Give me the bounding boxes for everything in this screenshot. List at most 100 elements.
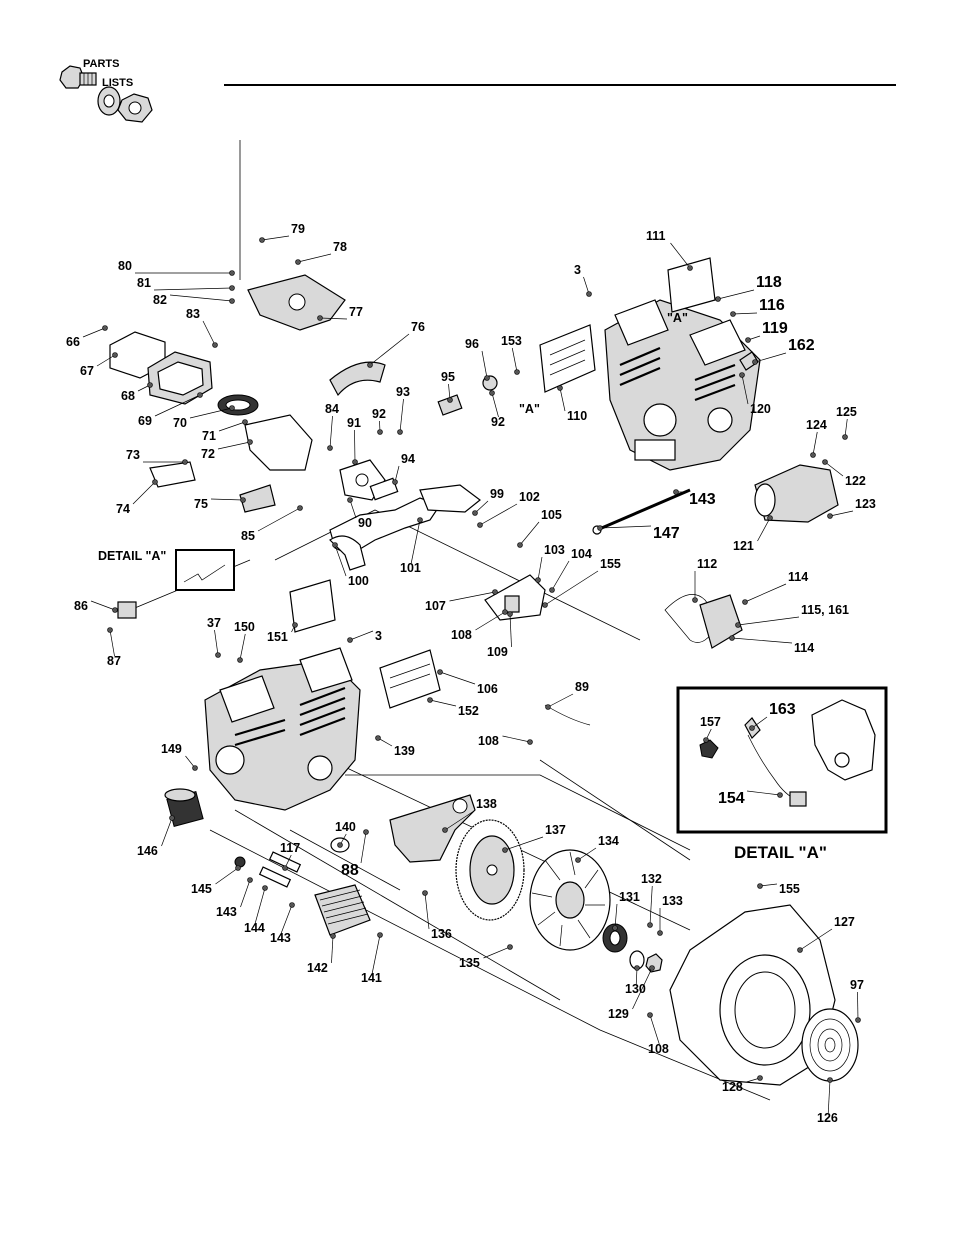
callout-label-c72: 72 [201, 447, 215, 461]
fastener-c108a [502, 609, 508, 615]
callout-label-c108c: 108 [648, 1042, 669, 1056]
fastener-c125 [842, 434, 848, 440]
fastener-c93 [397, 429, 403, 435]
fastener-c80 [229, 270, 235, 276]
fastener-c37 [215, 652, 221, 658]
callout-label-c78: 78 [333, 240, 347, 254]
callout-label-c125: 125 [836, 405, 857, 419]
fastener-c75 [240, 497, 246, 503]
fastener-c163 [749, 725, 755, 731]
fastener-c138 [442, 827, 448, 833]
leader-c131 [614, 903, 618, 929]
fastener-c95 [447, 397, 453, 403]
engine-upper-view [604, 299, 761, 471]
fastener-c151 [292, 622, 298, 628]
callout-label-c117: 117 [280, 841, 300, 855]
parts-lists-logo: PARTS LISTS [59, 58, 153, 123]
callout-label-c109: 109 [487, 645, 508, 659]
fastener-c153 [514, 369, 520, 375]
leader-c143b [240, 879, 251, 908]
leader-c122 [824, 461, 844, 477]
callout-label-c135: 135 [459, 956, 480, 970]
callout-label-c80: 80 [118, 259, 132, 273]
callout-label-c136: 136 [431, 927, 452, 941]
leader-c162 [754, 352, 787, 363]
callout-label-c129: 129 [608, 1007, 629, 1021]
fastener-c89 [545, 704, 551, 710]
fan-screen-126 [801, 1008, 859, 1082]
callout-label-c37: 37 [207, 616, 221, 630]
intake-manifold [329, 484, 481, 556]
callout-label-c67: 67 [80, 364, 94, 378]
fastener-c85 [297, 505, 303, 511]
callout-label-c121: 121 [733, 539, 754, 553]
fastener-c104 [549, 587, 555, 593]
leader-c123 [829, 510, 854, 517]
fastener-c114a [742, 599, 748, 605]
leader-c3b [349, 630, 374, 641]
air-filter-gasket [217, 394, 259, 416]
callout-label-c142: 142 [307, 961, 328, 975]
leader-c142 [331, 935, 334, 964]
fastener-c150 [237, 657, 243, 663]
detail-a-callout-label: DETAIL "A" [98, 549, 166, 563]
leader-c92b [491, 392, 499, 418]
fastener-c154 [777, 792, 783, 798]
leader-c155a [544, 570, 599, 606]
leader-c99 [474, 500, 489, 514]
fastener-c146 [169, 815, 175, 821]
fastener-c66 [102, 325, 108, 331]
leader-c70 [189, 407, 233, 419]
air-filter-element [147, 351, 213, 405]
callout-label-c150: 150 [234, 620, 255, 634]
callout-label-c152: 152 [458, 704, 479, 718]
breather-tube [329, 361, 386, 397]
callout-label-c116: 116 [759, 297, 785, 314]
callout-label-c153: 153 [501, 334, 522, 348]
leader-c71 [218, 421, 246, 432]
callout-label-c90: 90 [358, 516, 372, 530]
fastener-c129 [649, 965, 655, 971]
leader-c108a [475, 611, 506, 631]
callout-label-c124: 124 [806, 418, 827, 432]
leader-c91 [354, 429, 356, 463]
leader-c81 [153, 287, 233, 291]
fastener-c134 [575, 857, 581, 863]
leader-c97 [857, 991, 859, 1021]
leader-c153 [511, 347, 518, 373]
callout-label-c140: 140 [335, 820, 356, 834]
fastener-c96 [484, 375, 490, 381]
callout-label-c144: 144 [244, 921, 265, 935]
fastener-c128 [757, 1075, 763, 1081]
callout-label-c73: 73 [126, 448, 140, 462]
fastener-c110 [557, 385, 563, 391]
starter-motor [754, 464, 839, 523]
callout-label-c155b: 155 [779, 882, 800, 896]
callout-label-c146: 146 [137, 844, 158, 858]
leader-c114a [744, 583, 787, 603]
leader-c69 [154, 394, 201, 417]
fuel-solenoid-86 [117, 601, 137, 619]
leader-c37 [214, 629, 219, 656]
callout-label-c97: 97 [850, 978, 864, 992]
fastener-c94 [392, 479, 398, 485]
fastener-c88 [363, 829, 369, 835]
fastener-c131 [612, 925, 618, 931]
callout-label-c114a: 114 [788, 570, 808, 584]
callout-label-c127: 127 [834, 915, 855, 929]
air-filter-cover [247, 274, 346, 331]
fastener-c130 [634, 965, 640, 971]
callout-label-c71: 71 [202, 429, 216, 443]
callout-label-c92b: 92 [491, 415, 505, 429]
leader-c90 [349, 499, 357, 519]
leader-c76 [369, 333, 410, 366]
fastener-c143b [247, 877, 253, 883]
fastener-c101 [417, 517, 423, 523]
leader-c93 [399, 398, 404, 433]
callout-label-c68: 68 [121, 389, 135, 403]
fastener-c108c [647, 1012, 653, 1018]
bolt-icon [59, 65, 97, 89]
fitting-145 [234, 856, 246, 868]
fastener-c107 [492, 589, 498, 595]
